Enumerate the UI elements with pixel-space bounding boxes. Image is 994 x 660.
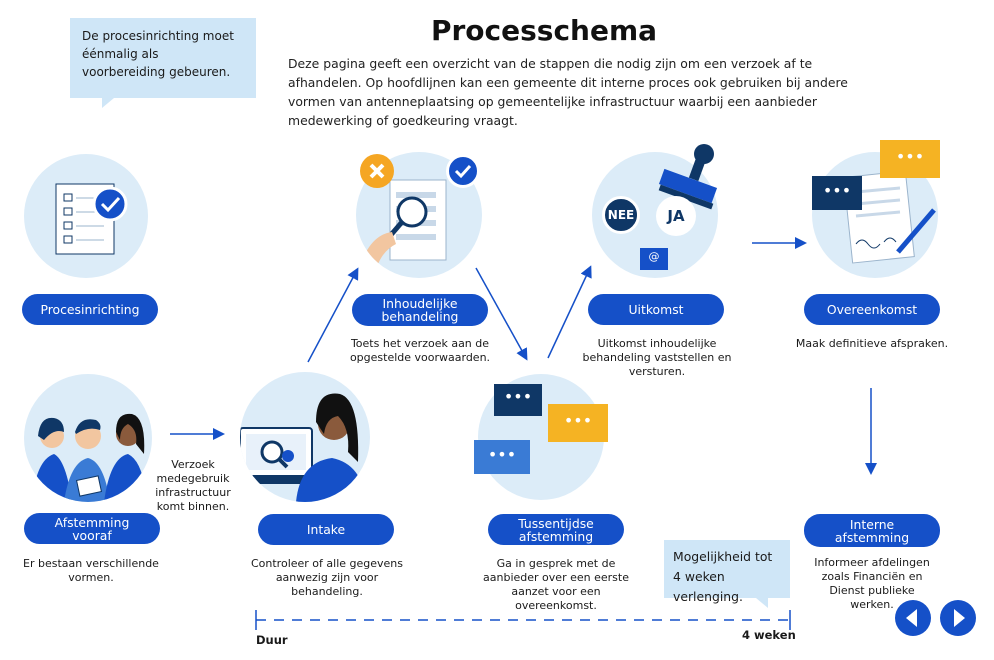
note-bottom-text: Mogelijkheid tot 4 weken verlenging. [673,549,773,604]
request-label: Verzoek medegebruik infrastructuur komt … [155,458,231,513]
chat-bubble-icon: ••• [880,140,940,178]
ja-badge: JA [656,196,696,236]
illustration-procesinrichting [24,154,148,278]
illustration-intake [240,372,370,502]
step-overeenkomst-desc: Maak definitieve afspraken. [795,337,949,350]
laptop-search-icon [240,393,366,502]
note-tail [756,598,768,608]
arrow-right-icon [954,609,965,627]
step-tussentijdse-afstemming-desc: Ga in gesprek met de aanbieder over een … [483,557,629,612]
illustration-afstemming-vooraf [24,374,152,502]
intro-text: Deze pagina geeft een overzicht van de s… [288,56,848,128]
step-tussentijdse-afstemming[interactable]: Tussentijdse afstemming [488,514,624,545]
email-symbol: @ [648,250,660,263]
step-tussentijdse-afstemming-label: Tussentijdse afstemming [518,515,594,544]
arrow-inhoudelijk-tussentijds [475,267,528,361]
step-afstemming-vooraf-desc: Er bestaan verschillende vormen. [23,557,159,584]
chat-bubble-icon: ••• [494,384,542,416]
chat-bubble-icon: ••• [548,404,608,442]
arrow-tussentijds-uitkomst [547,265,592,359]
next-button[interactable] [940,600,976,636]
step-uitkomst-desc: Uitkomst inhoudelijke behandeling vastst… [582,337,732,378]
page-title: Processchema [430,14,658,47]
note-bottom: Mogelijkheid tot 4 weken verlenging. [664,540,790,608]
step-afstemming-vooraf-label: Afstemming vooraf [54,514,130,543]
note-top: De procesinrichting moet éénmalig als vo… [70,18,256,108]
step-overeenkomst[interactable]: Overeenkomst [804,294,940,325]
nee-text: NEE [607,208,635,222]
timeline-end-label: 4 weken [742,628,796,642]
cross-icon [360,154,394,188]
stamp-icon [658,144,718,210]
people-meeting-icon [32,413,146,502]
step-interne-afstemming-desc: Informeer afdelingen zoals Financiën en … [814,556,930,611]
email-icon: @ [640,248,668,270]
step-inhoudelijke-behandeling[interactable]: Inhoudelijke behandeling [352,294,488,326]
chat-bubble-icon: ••• [812,176,862,210]
previous-button[interactable] [895,600,931,636]
arrow-left-icon [906,609,917,627]
step-interne-afstemming-label: Interne afstemming [834,516,910,545]
checklist-icon [55,183,128,255]
step-inhoudelijke-behandeling-label: Inhoudelijke behandeling [381,296,459,324]
step-uitkomst[interactable]: Uitkomst [588,294,724,325]
note-top-text: De procesinrichting moet éénmalig als vo… [82,29,234,79]
chat-bubble-icon: ••• [474,440,530,474]
step-intake[interactable]: Intake [258,514,394,545]
note-tail [102,98,114,108]
step-interne-afstemming[interactable]: Interne afstemming [804,514,940,547]
step-procesinrichting[interactable]: Procesinrichting [22,294,158,325]
nee-badge: NEE [602,196,640,234]
ja-text: JA [667,207,685,225]
check-icon [446,154,480,188]
arrow-intake-inhoudelijk [307,267,359,363]
document-review-icon [366,179,447,264]
step-inhoudelijke-behandeling-desc: Toets het verzoek aan de opgestelde voor… [349,337,491,364]
step-intake-desc: Controleer of alle gegevens aanwezig zij… [250,557,403,598]
step-afstemming-vooraf[interactable]: Afstemming vooraf [24,513,160,544]
timeline-start-label: Duur [256,633,288,647]
